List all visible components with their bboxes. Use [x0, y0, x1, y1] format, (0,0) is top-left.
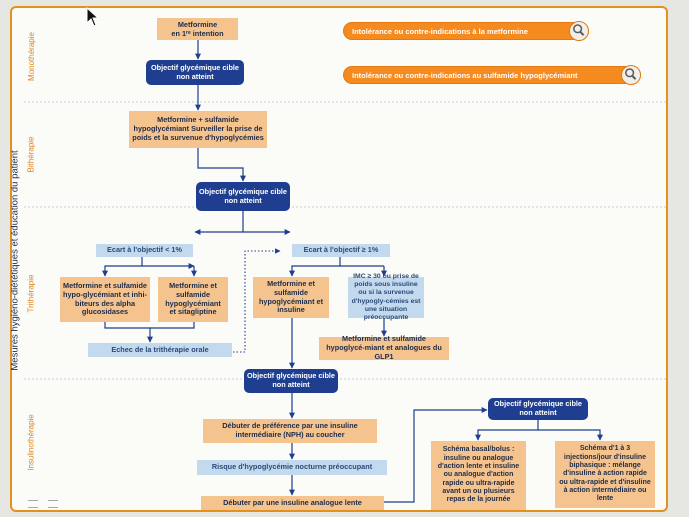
- node-met-sulf-insulin: Metformine et sulfamide hypoglycémiant e…: [253, 277, 329, 318]
- node-ecart-low: Ecart à l'objectif < 1%: [96, 244, 193, 257]
- viewer-toolbar: [28, 500, 58, 508]
- node-objectif-2: Objectif glycémique cible non atteint: [196, 182, 290, 211]
- node-met-sulf-glp1: Metformine et sulfamide hypoglycé-miant …: [319, 334, 449, 361]
- magnifier-icon: [621, 65, 641, 85]
- magnifier-icon: [569, 21, 589, 41]
- node-debuter-nph: Débuter de préférence par une insuline i…: [203, 419, 377, 443]
- cursor-icon: [86, 6, 100, 32]
- node-objectif-3: Objectif glycémique cible non atteint: [244, 369, 338, 393]
- link-metformin-intolerance[interactable]: Intolérance ou contre-indications à la m…: [343, 21, 589, 41]
- node-echec: Echec de la trithérapie orale: [88, 343, 232, 357]
- node-metformine-first: Metformine en 1re intention: [157, 18, 238, 40]
- menu-icon[interactable]: [28, 500, 38, 508]
- phase-label-bi: Bithérapie: [26, 136, 36, 173]
- link-sulfonylurea-intolerance[interactable]: Intolérance ou contre-indications au sul…: [343, 65, 641, 85]
- phase-label-mono: Monothérapie: [26, 31, 36, 81]
- node-bitherapy: Metformine + sulfamide hypoglycémiant Su…: [129, 111, 267, 148]
- node-objectif-4: Objectif glycémique cible non atteint: [488, 398, 588, 420]
- sidebar-label: Mesures hygiéno-diététiques et éducation…: [10, 149, 22, 371]
- node-met-sulf-sita: Metformine et sulfamide hypoglycémiant e…: [158, 277, 228, 322]
- node-ecart-high: Ecart à l'objectif ≥ 1%: [292, 244, 390, 257]
- node-schema-1-3: Schéma d'1 à 3 injections/jour d'insulin…: [555, 441, 655, 508]
- dotted-connector: [233, 248, 281, 353]
- node-imc: IMC ≥ 30 ou prise de poids sous insuline…: [348, 273, 424, 321]
- phase-label-tri: Trithérapie: [26, 274, 36, 312]
- node-risque: Risque d'hypoglycémie nocturne préoccupa…: [197, 460, 387, 475]
- menu-icon[interactable]: [48, 500, 58, 508]
- phase-separators: [24, 101, 666, 380]
- node-objectif-1: Objectif glycémique cible non atteint: [146, 60, 244, 85]
- phase-label-insulin: Insulinothérapie: [26, 413, 36, 471]
- node-debuter-lente: Débuter par une insuline analogue lente: [201, 496, 384, 510]
- node-basal-bolus: Schéma basal/bolus : insuline ou analogu…: [431, 441, 526, 510]
- node-met-sulf-alpha: Metformine et sulfamide hypo-glycémiant …: [60, 277, 150, 322]
